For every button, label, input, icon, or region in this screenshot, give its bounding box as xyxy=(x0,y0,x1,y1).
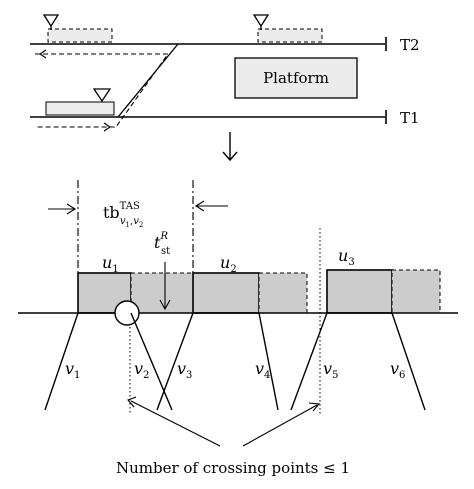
transition-arrow xyxy=(222,132,238,162)
unit-u3-label: u3 xyxy=(338,246,355,268)
crossover-dashed-route xyxy=(35,53,170,128)
unit-u1-block xyxy=(77,272,132,314)
vehicle-v4-label: v4 xyxy=(255,359,270,381)
unit-u2-label: u2 xyxy=(220,253,237,275)
tb-arrow-right-icon xyxy=(194,200,205,212)
vehicle-v3-label: v3 xyxy=(177,359,192,381)
vehicle-line-v6 xyxy=(391,312,426,411)
unit-u1-label: u1 xyxy=(102,253,119,275)
vehicle-v2-label: v2 xyxy=(134,359,149,381)
train-slot-t2-right xyxy=(257,28,323,43)
crossing-arrow-right-icon xyxy=(308,402,321,412)
vehicle-v5-label: v5 xyxy=(323,359,338,381)
track-t1-label: T1 xyxy=(400,109,420,127)
unit-u3-block xyxy=(326,269,393,314)
crossing-arrow-left-icon xyxy=(127,396,137,408)
platform-box xyxy=(234,57,358,99)
tst-arrow-down-icon xyxy=(159,299,171,311)
track-layout: T2 T1 Platform xyxy=(30,14,420,132)
signal-icon-t1 xyxy=(92,88,112,103)
train-slot-t2-left xyxy=(47,28,113,43)
vehicle-line-v5 xyxy=(290,312,328,411)
vehicle-v1-label: v1 xyxy=(65,359,80,381)
track-t2-label: T2 xyxy=(400,36,420,54)
platform-label: Platform xyxy=(263,69,329,87)
unit-u1-extension xyxy=(130,272,194,314)
tb-arrow-left-icon xyxy=(66,203,77,215)
arrow-down-icon xyxy=(222,151,238,162)
vehicle-line-v4 xyxy=(258,312,279,411)
signal-icon-t2-right xyxy=(252,14,270,28)
unit-u2-extension xyxy=(258,272,308,314)
crossing-caption: Number of crossing points ≤ 1 xyxy=(116,459,350,477)
unit-u3-extension xyxy=(391,269,441,314)
arrow-left-icon xyxy=(39,49,47,59)
vehicle-line-v2 xyxy=(130,312,173,411)
vehicle-line-v1 xyxy=(44,312,79,411)
vehicle-line-v3 xyxy=(156,312,194,411)
crossing-arrow-left-shaft xyxy=(130,400,221,447)
crossover-line xyxy=(117,43,179,118)
signal-icon-t2-left xyxy=(42,14,60,28)
vehicle-v6-label: v6 xyxy=(390,359,405,381)
crossing-arrow-right-shaft xyxy=(242,404,318,447)
train-t1 xyxy=(45,101,115,116)
arrow-right-icon xyxy=(103,122,111,132)
unit-u2-block xyxy=(192,272,260,314)
crossing-point-circle xyxy=(114,300,140,326)
